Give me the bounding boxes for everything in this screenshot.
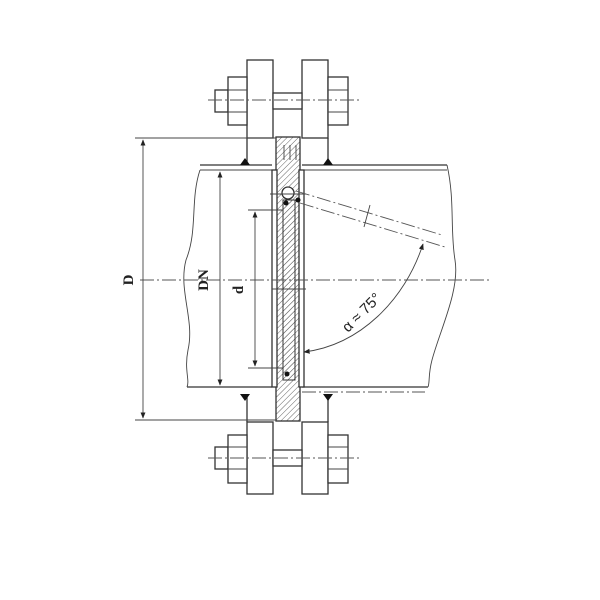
disc-open-position <box>295 190 446 248</box>
bolt-bottom <box>208 434 362 484</box>
bolt-top <box>208 76 362 126</box>
label-DN: DN <box>196 269 212 291</box>
dimension-d: d <box>231 209 283 369</box>
pipe-right <box>302 164 457 393</box>
flange-right <box>301 59 329 495</box>
label-D: D <box>121 274 137 285</box>
label-d: d <box>231 285 247 294</box>
valve-body <box>271 136 305 422</box>
flange-left <box>246 59 274 495</box>
dimension-angle: α ≈ 75° <box>303 243 424 354</box>
dimension-DN: DN <box>196 171 223 386</box>
weld-marks <box>240 158 333 401</box>
dimension-D: D <box>121 137 276 421</box>
pipe-left <box>183 164 272 388</box>
hinge-pin <box>270 186 306 377</box>
